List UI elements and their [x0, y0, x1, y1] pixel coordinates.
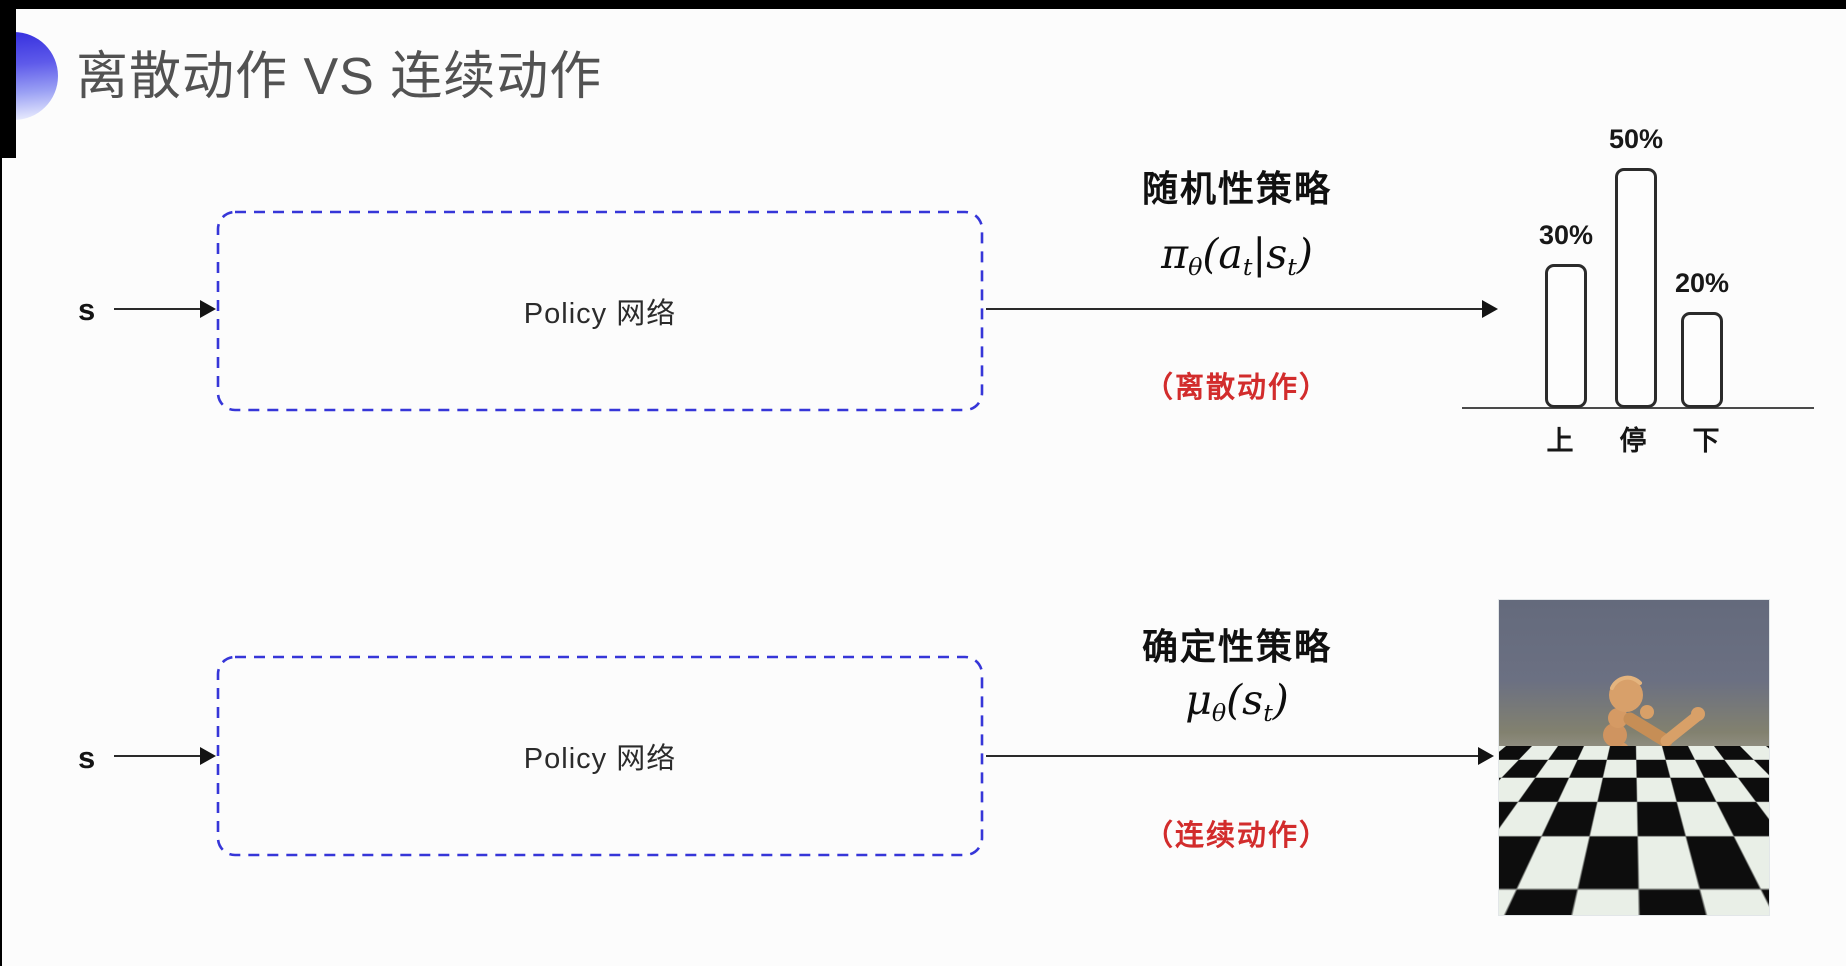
arrow-head-output-bottom: [1478, 747, 1494, 765]
top-matte-bar: [0, 0, 1846, 9]
formula-stochastic: πθ(at|st): [1161, 230, 1313, 282]
chart-bar-slot: 30%: [1506, 220, 1626, 408]
left-edge-line: [0, 0, 2, 966]
arrow-line-output-top: [986, 308, 1484, 310]
arrow-line-output-bottom: [986, 755, 1480, 757]
bar-value-label: 30%: [1538, 220, 1594, 250]
top-left-matte-bar: [0, 0, 16, 158]
policy-network-box-top: Policy 网络: [216, 210, 984, 412]
policy-network-box-bottom: Policy 网络: [216, 655, 984, 857]
sim-horizon-haze: [1499, 746, 1769, 768]
policy-network-label-top: Policy 网络: [523, 298, 677, 330]
arrow-line-input-top: [114, 308, 202, 310]
bar-value-label: 20%: [1674, 268, 1730, 298]
state-input-label-bottom: s: [78, 740, 96, 775]
bar-category-down: 下: [1692, 426, 1720, 456]
policy-type-title-stochastic: 随机性策略: [1141, 168, 1332, 209]
dashed-border: [216, 210, 984, 412]
bar-down: [1681, 312, 1723, 408]
chart-baseline: [1462, 407, 1814, 409]
bar-category-stop: 停: [1619, 426, 1647, 456]
formula-deterministic: μθ(st): [1185, 676, 1289, 728]
bar-stop: [1615, 168, 1657, 408]
bar-category-up: 上: [1546, 426, 1574, 456]
policy-type-title-deterministic: 确定性策略: [1141, 626, 1332, 667]
arrow-head-output-top: [1482, 300, 1498, 318]
bar-value-label: 50%: [1608, 124, 1664, 154]
dashed-border: [216, 655, 984, 857]
chart-bar-slot: 50%: [1576, 124, 1696, 408]
bar-up: [1545, 264, 1587, 408]
humanoid-simulation-image: [1498, 599, 1770, 916]
chart-bar-slot: 20%: [1642, 268, 1762, 408]
action-note-discrete: （离散动作）: [1143, 372, 1330, 404]
state-input-label-top: s: [78, 292, 96, 327]
humanoid-robot-figure: [1568, 675, 1705, 910]
arrow-head-input-top: [200, 300, 216, 318]
arrow-line-input-bottom: [114, 755, 202, 757]
page-title: 离散动作 VS 连续动作: [76, 48, 603, 106]
policy-network-label-bottom: Policy 网络: [523, 743, 677, 775]
action-note-continuous: （连续动作）: [1143, 820, 1330, 852]
arrow-head-input-bottom: [200, 747, 216, 765]
